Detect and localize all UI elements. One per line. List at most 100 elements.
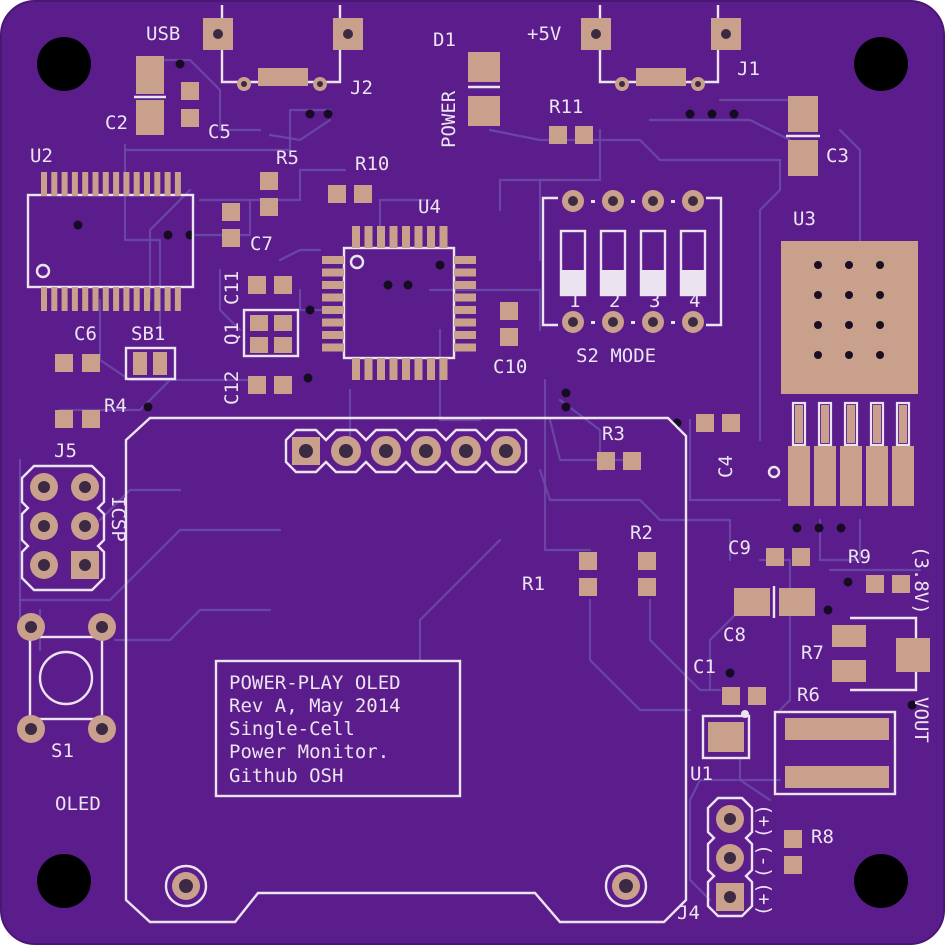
label-c3: C3 <box>826 145 849 167</box>
u2-pin <box>71 172 78 196</box>
label-c7: C7 <box>250 233 273 255</box>
u2-pin <box>174 172 181 196</box>
j5-pin-hole <box>38 559 50 571</box>
res-r4 <box>55 410 100 428</box>
u3-lead-copper <box>899 405 907 443</box>
u4-pin <box>364 358 373 380</box>
u4-pin <box>322 343 344 352</box>
u4-pin <box>322 268 344 277</box>
u2-pin <box>102 287 109 311</box>
label-u3: U3 <box>793 208 816 230</box>
u3-thermal-via <box>814 291 822 299</box>
res-r11 <box>549 126 593 144</box>
u2-pin <box>102 172 109 196</box>
u3-thermal-via <box>814 321 822 329</box>
mounting-hole-top-right <box>854 37 908 91</box>
u2-pin <box>133 172 140 196</box>
label-c5: C5 <box>208 121 231 143</box>
u3-lead-copper <box>821 405 829 443</box>
u2-pin <box>92 172 99 196</box>
ic-u1 <box>701 710 751 760</box>
pushbutton-s1 <box>17 613 116 743</box>
led-d1 <box>468 52 500 126</box>
u3-thermal-via <box>814 351 822 359</box>
u2-pin <box>71 287 78 311</box>
label-power: POWER <box>438 90 460 148</box>
u2-pin <box>144 287 150 311</box>
u4-pin <box>402 226 410 248</box>
cap-c11 <box>248 276 292 294</box>
label-r9: R9 <box>848 546 871 568</box>
oled-outline <box>124 416 688 924</box>
s2-switch-number: 2 <box>609 290 620 312</box>
u4-pin <box>377 358 385 380</box>
cap-c9 <box>766 548 810 566</box>
u3-pad <box>788 446 810 506</box>
label-r8: R8 <box>811 826 834 848</box>
cap-c7 <box>222 203 240 247</box>
u2-pin <box>92 287 99 311</box>
cap-c6 <box>55 354 100 372</box>
res-r6 <box>773 710 897 796</box>
u3-lead-copper <box>873 405 881 443</box>
s2-pin-hole <box>568 317 578 327</box>
u4-pin <box>454 256 476 264</box>
cap-c4 <box>696 414 740 432</box>
oled-pin-hole <box>499 444 513 458</box>
u4-pin <box>454 306 476 314</box>
s2-dash <box>671 200 675 203</box>
label-c2: C2 <box>105 112 128 134</box>
u4-pin <box>454 281 476 289</box>
u2-pin <box>82 287 89 311</box>
u4-pin <box>322 281 344 289</box>
s2-dash <box>631 200 635 203</box>
label-u2: U2 <box>30 145 53 167</box>
oled-mount-pads <box>164 864 648 908</box>
u3-lead <box>869 401 885 447</box>
j4-pin-hole <box>724 813 736 825</box>
oled-header <box>284 428 528 474</box>
u3-pad <box>840 446 862 506</box>
u4-pin <box>454 331 476 339</box>
u2-pin <box>133 287 140 311</box>
j5-pin-hole <box>38 520 50 532</box>
u4-pin <box>389 226 398 248</box>
u2-pin <box>113 172 120 196</box>
info-line-5: Github OSH <box>229 765 343 787</box>
label-r4: R4 <box>104 395 127 417</box>
u4-pin <box>377 226 385 248</box>
label-oled: OLED <box>55 793 101 815</box>
cap-c1 <box>722 687 766 705</box>
oled-pin-hole <box>419 444 433 458</box>
s2-dash <box>671 321 675 324</box>
u4-pin <box>322 256 344 264</box>
u2-pin <box>123 172 130 196</box>
u3-thermal-via <box>876 291 884 299</box>
battery-connector-j4 <box>706 796 754 918</box>
u2-pin <box>61 287 68 311</box>
vias <box>73 59 917 710</box>
mounting-hole-top-left <box>37 37 91 91</box>
label-s1: S1 <box>51 740 74 762</box>
res-r1 <box>579 552 597 596</box>
label-j1: J1 <box>737 58 760 80</box>
solder-bridge-sb1 <box>124 346 177 381</box>
u4-pin <box>322 318 344 327</box>
res-r2 <box>638 552 656 596</box>
u2-pin <box>154 287 161 311</box>
u4-pin <box>322 306 344 314</box>
cap-c3 <box>786 96 820 176</box>
u3-pad <box>892 446 914 506</box>
label-c4: C4 <box>715 455 737 478</box>
label-vout-38: (3.8V) <box>910 546 932 615</box>
u2-pin <box>61 172 68 196</box>
res-r9 <box>866 575 910 593</box>
j5-pin-hole <box>79 520 91 532</box>
info-line-2: Rev A, May 2014 <box>229 695 401 717</box>
info-line-4: Power Monitor. <box>229 741 389 763</box>
j5-pin-hole <box>79 559 91 571</box>
mounting-hole-bottom-left <box>37 854 91 908</box>
u2-pin <box>164 287 171 311</box>
s2-pin-hole <box>688 317 698 327</box>
